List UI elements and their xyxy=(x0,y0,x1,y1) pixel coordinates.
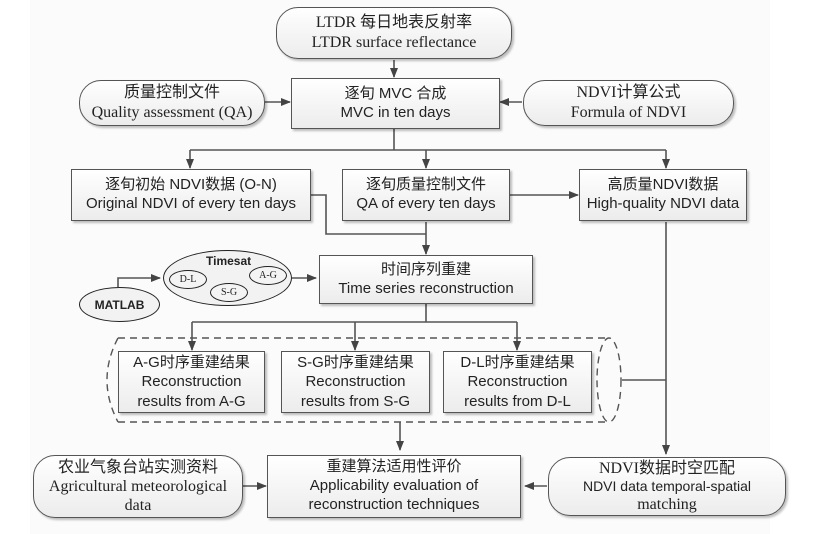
node-ltdr-reflectance: LTDR 每日地表反射率 LTDR surface reflectance xyxy=(276,7,512,59)
node-eval-en1: Applicability evaluation of xyxy=(309,477,479,495)
node-tsrecon-zh: 时间序列重建 xyxy=(380,260,471,278)
node-agricultural-station: 农业气象台站实测资料 Agricultural meteorological d… xyxy=(33,455,243,518)
node-match-zh: NDVI数据时空匹配 xyxy=(599,459,735,477)
node-qa-ten-days: 逐旬质量控制文件 QA of every ten days xyxy=(342,169,510,221)
edge-mvc-split xyxy=(190,129,666,151)
node-ag-en1: Reconstruction xyxy=(141,373,242,391)
node-ltdr-zh: LTDR 每日地表反射率 xyxy=(315,14,473,31)
node-formula-zh: NDVI计算公式 xyxy=(576,84,681,101)
node-ndvi-matching: NDVI数据时空匹配 NDVI data temporal-spatial ma… xyxy=(548,457,786,516)
results-group-outline xyxy=(106,337,608,423)
node-original-en: Original NDVI of every ten days xyxy=(85,195,297,212)
node-sg-result: S-G时序重建结果 Reconstruction results from S-… xyxy=(281,351,430,413)
node-timesat-label: Timesat xyxy=(206,254,252,268)
node-time-series-reconstruction: 时间序列重建 Time series reconstruction xyxy=(319,255,533,304)
method-sg: S-G xyxy=(210,283,248,302)
node-ltdr-en: LTDR surface reflectance xyxy=(311,34,477,51)
node-mvc: 逐旬 MVC 合成 MVC in ten days xyxy=(291,78,500,129)
node-qa10-en: QA of every ten days xyxy=(356,195,496,212)
node-dl-zh: D-L时序重建结果 xyxy=(460,353,575,371)
node-match-en1: NDVI data temporal-spatial xyxy=(582,478,752,495)
node-original-ndvi: 逐旬初始 NDVI数据 (O-N) Original NDVI of every… xyxy=(71,169,311,221)
edge-tsrecon-split xyxy=(192,304,517,323)
node-matlab-label: MATLAB xyxy=(94,297,145,312)
node-eval-zh: 重建算法适用性评价 xyxy=(326,458,462,476)
node-eval-en2: reconstruction techniques xyxy=(308,495,480,513)
node-ag-en2: results from A-G xyxy=(137,392,246,410)
node-agri-en1: Agricultural meteorological xyxy=(48,477,228,495)
node-qa-zh: 质量控制文件 xyxy=(123,84,220,101)
edge-matlab-timesat xyxy=(117,274,161,287)
node-sg-en2: results from S-G xyxy=(300,392,411,410)
node-qa-en: Quality assessment (QA) xyxy=(91,104,253,121)
node-dl-result: D-L时序重建结果 Reconstruction results from D-… xyxy=(443,351,592,413)
node-dl-en2: results from D-L xyxy=(464,392,571,410)
node-ndvi-formula: NDVI计算公式 Formula of NDVI xyxy=(523,80,734,126)
node-ag-zh: A-G时序重建结果 xyxy=(133,353,250,371)
results-group-cap xyxy=(596,337,622,423)
node-hq-en: High-quality NDVI data xyxy=(586,195,740,212)
node-ag-result: A-G时序重建结果 Reconstruction results from A-… xyxy=(118,351,265,413)
node-original-zh: 逐旬初始 NDVI数据 (O-N) xyxy=(105,176,277,194)
node-sg-en1: Reconstruction xyxy=(305,373,406,391)
node-applicability-evaluation: 重建算法适用性评价 Applicability evaluation of re… xyxy=(267,455,521,518)
method-ag: A-G xyxy=(249,266,287,285)
node-mvc-zh: 逐旬 MVC 合成 xyxy=(344,84,447,102)
node-match-en2: matching xyxy=(637,495,697,513)
node-high-quality-ndvi: 高质量NDVI数据 High-quality NDVI data xyxy=(579,169,747,221)
node-matlab: MATLAB xyxy=(79,287,160,322)
node-hq-zh: 高质量NDVI数据 xyxy=(607,176,719,194)
node-agri-zh: 农业气象台站实测资料 xyxy=(57,458,218,476)
node-mvc-en: MVC in ten days xyxy=(340,103,451,121)
node-dl-en1: Reconstruction xyxy=(467,373,568,391)
node-quality-assessment: 质量控制文件 Quality assessment (QA) xyxy=(79,80,265,126)
node-tsrecon-en: Time series reconstruction xyxy=(338,279,514,297)
node-formula-en: Formula of NDVI xyxy=(570,104,687,121)
node-agri-en2: data xyxy=(124,497,152,515)
node-qa10-zh: 逐旬质量控制文件 xyxy=(365,176,486,194)
method-dl: D-L xyxy=(169,270,207,289)
node-sg-zh: S-G时序重建结果 xyxy=(297,353,414,371)
edge-original-tsrecon xyxy=(311,194,426,235)
